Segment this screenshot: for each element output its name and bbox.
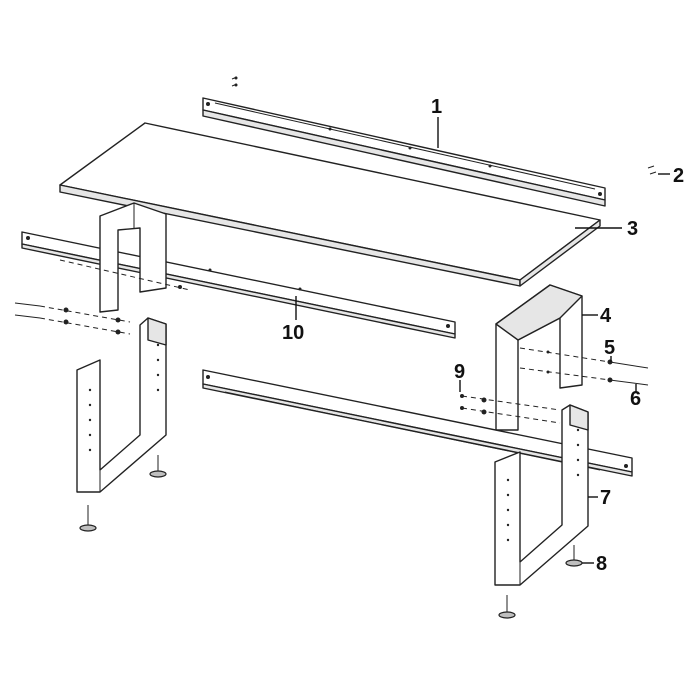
back-rail-part-1	[202, 97, 606, 207]
left-back-upper-leg	[99, 202, 167, 313]
callout-6: 6	[630, 388, 641, 410]
leveling-feet-part-8	[498, 545, 583, 619]
callout-7: 7	[600, 487, 611, 509]
callout-labels: 1 2 3 4 5 6 7 8 9 10	[282, 96, 684, 575]
callout-leaders	[295, 117, 670, 564]
left-lower-leg-frame	[76, 317, 167, 493]
right-bolts	[460, 347, 649, 424]
lower-rail	[202, 369, 633, 477]
right-lower-leg-frame-part-7	[494, 404, 589, 586]
callout-3: 3	[627, 218, 638, 240]
right-upper-leg-part-4	[495, 284, 583, 431]
callout-8: 8	[596, 553, 607, 575]
left-leveling-feet	[79, 455, 167, 532]
callout-9: 9	[454, 361, 465, 383]
callout-1: 1	[431, 96, 442, 118]
left-bolts	[14, 259, 191, 335]
callout-2: 2	[673, 165, 684, 187]
callout-4: 4	[600, 305, 612, 327]
worktop-part-3	[59, 122, 601, 287]
screws-part-2	[231, 76, 657, 175]
callout-5: 5	[604, 337, 615, 359]
callout-10: 10	[282, 322, 304, 344]
front-rail-part-10	[21, 231, 456, 339]
